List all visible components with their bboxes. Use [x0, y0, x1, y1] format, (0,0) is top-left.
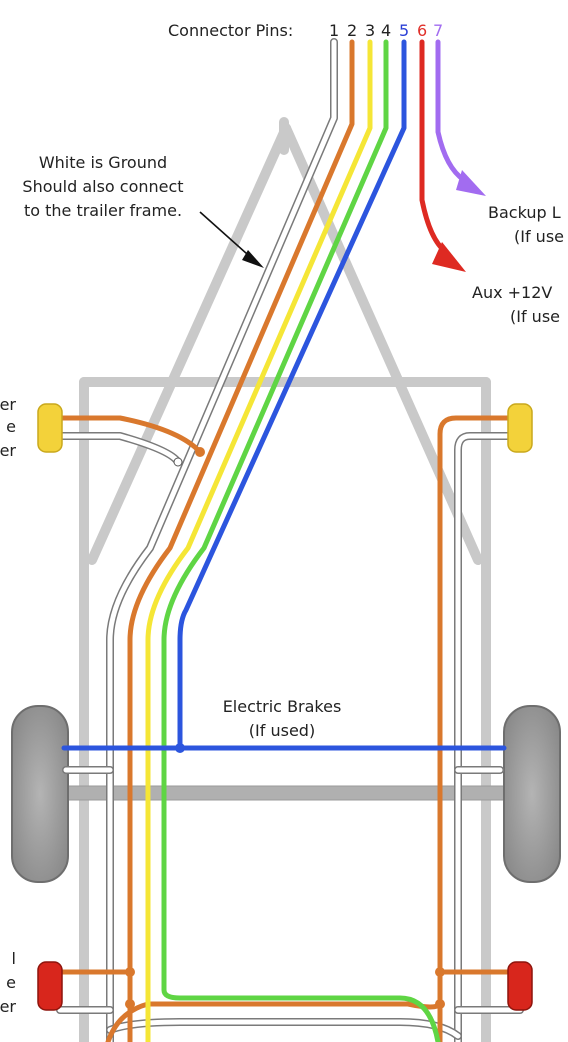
right-tire	[503, 705, 561, 883]
wire-green	[161, 39, 441, 1042]
aux-line-2: (If use	[510, 307, 560, 326]
connector-label: Connector Pins:	[168, 21, 293, 40]
pin-7: 7	[433, 21, 443, 40]
left-top-label-1: er	[0, 395, 16, 414]
pin-2: 2	[347, 21, 357, 40]
left-tire	[11, 705, 69, 883]
wire-white-right-branch	[455, 433, 523, 1042]
junction-brown-bottom-left	[125, 967, 135, 977]
left-bottom-label-1: l	[12, 949, 16, 968]
left-top-label-3: er	[0, 441, 16, 460]
left-bottom-label-2: e	[6, 973, 16, 992]
trailer-frame	[79, 117, 491, 1042]
junction-brown-bottom-right-2	[435, 999, 445, 1009]
wire-brown-bottom-cross	[105, 1001, 443, 1042]
right-tail-light	[507, 961, 533, 1011]
arrow-red-head	[432, 242, 466, 272]
pin-5: 5	[399, 21, 409, 40]
wire-yellow	[145, 39, 373, 1042]
tongue-frame-right	[281, 123, 483, 565]
pin-3: 3	[365, 21, 375, 40]
left-bottom-label-3: er	[0, 997, 16, 1016]
wire-brown	[127, 39, 355, 1042]
wire-brown-left-top	[55, 415, 203, 455]
junction-white-left-top	[173, 457, 183, 467]
pin-1: 1	[329, 21, 339, 40]
junction-brown-left-top	[195, 447, 205, 457]
pin-4: 4	[381, 21, 391, 40]
ground-line-1: White is Ground	[39, 153, 167, 172]
backup-line-2: (If use	[514, 227, 564, 246]
left-tail-light	[37, 961, 63, 1011]
wiring-harness	[55, 38, 524, 1042]
left-top-light-label: er e er	[0, 395, 16, 460]
aux-line-1: Aux +12V	[472, 283, 552, 302]
axle-assembly	[11, 705, 561, 883]
aux-annotation: Aux +12V (If use	[472, 283, 560, 326]
backup-line-1: Backup L	[488, 203, 561, 222]
backup-annotation: Backup L (If use	[488, 203, 564, 246]
arrow-purple-head	[456, 170, 486, 196]
pin-6: 6	[417, 21, 427, 40]
wire-brown-right	[437, 415, 523, 1042]
wire-purple-backup	[435, 39, 467, 183]
left-top-label-2: e	[6, 417, 16, 436]
wire-white-bottom-cross	[107, 1019, 461, 1039]
arrow-ground-line	[199, 211, 257, 263]
arrowheads	[199, 170, 486, 272]
brakes-line-1: Electric Brakes	[223, 697, 342, 716]
ground-annotation: White is Ground Should also connect to t…	[22, 153, 183, 220]
junction-brown-bottom-left-2	[125, 999, 135, 1009]
left-marker-light	[37, 403, 63, 453]
brakes-line-2: (If used)	[249, 721, 315, 740]
tongue-frame-left	[87, 123, 291, 565]
wire-blue	[177, 39, 407, 751]
connector-header: Connector Pins: 1 2 3 4 5 6 7	[168, 21, 443, 40]
right-marker-light	[507, 403, 533, 453]
junction-blue-brakes	[175, 743, 185, 753]
wire-white-ground	[107, 39, 337, 1042]
ground-line-2: Should also connect	[22, 177, 183, 196]
ground-line-3: to the trailer frame.	[24, 201, 182, 220]
lights	[37, 403, 533, 1011]
junction-brown-bottom-right	[435, 967, 445, 977]
brakes-annotation: Electric Brakes (If used)	[223, 697, 342, 740]
left-bottom-light-label: l e er	[0, 949, 16, 1016]
